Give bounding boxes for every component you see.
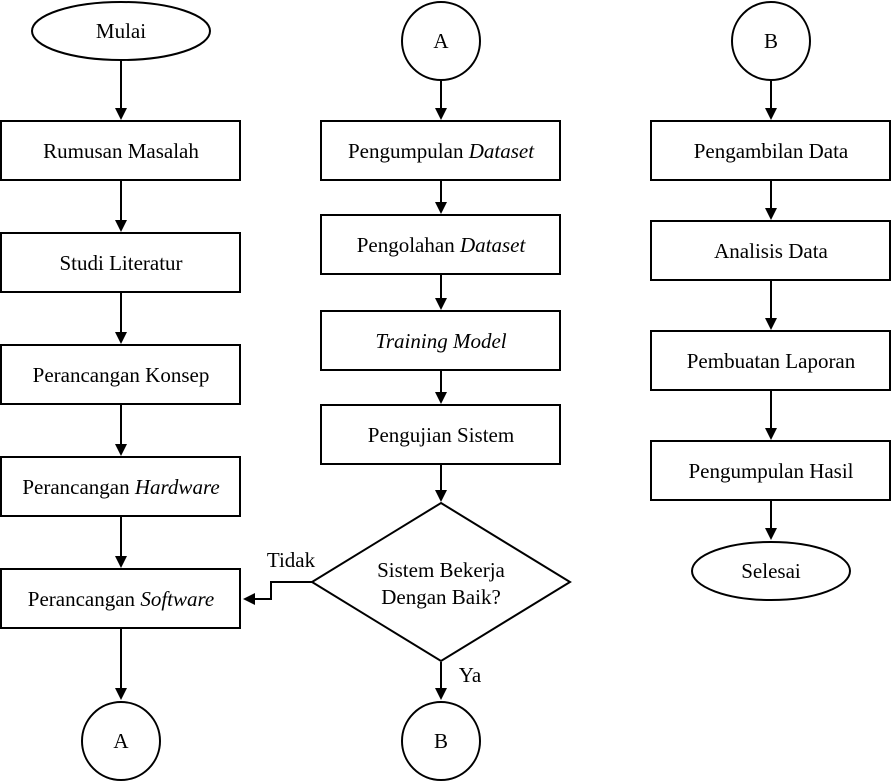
process-studi-literatur: Studi Literatur [0, 232, 241, 293]
edges-column-1 [115, 61, 127, 700]
process-perancangan-hardware: Perancangan Hardware [0, 456, 241, 517]
perancangan-software-prefix: Perancangan [28, 587, 141, 611]
perancangan-software-term: Software [140, 587, 214, 611]
connector-a-out: A [81, 701, 161, 781]
process-pembuatan-laporan: Pembuatan Laporan [650, 330, 891, 391]
pengolahan-dataset-term: Dataset [459, 233, 526, 257]
perancangan-konsep-label: Perancangan Konsep [33, 363, 210, 387]
end-terminator: Selesai [691, 541, 851, 601]
connector-b-in: B [731, 1, 811, 81]
start-terminator: Mulai [31, 1, 211, 61]
perancangan-hardware-label: Perancangan Hardware [22, 475, 219, 499]
tidak-label: Tidak [267, 548, 316, 572]
perancangan-hardware-prefix: Perancangan [22, 475, 135, 499]
perancangan-software-label: Perancangan Software [28, 587, 214, 611]
pengumpulan-dataset-term: Dataset [468, 139, 535, 163]
connector-b-out-label: B [434, 729, 448, 753]
pengumpulan-hasil-label: Pengumpulan Hasil [688, 459, 853, 483]
ya-label: Ya [459, 663, 482, 687]
decision-line-2: Dengan Baik? [381, 585, 501, 609]
perancangan-hardware-term: Hardware [134, 475, 220, 499]
end-label: Selesai [741, 559, 801, 583]
process-pengumpulan-hasil: Pengumpulan Hasil [650, 440, 891, 501]
start-label: Mulai [96, 19, 146, 43]
decision-line-1: Sistem Bekerja [377, 558, 505, 582]
connector-b-in-label: B [764, 29, 778, 53]
edges-column-2 [243, 81, 447, 700]
pengumpulan-dataset-label: Pengumpulan Dataset [348, 139, 535, 163]
connector-a-in: A [401, 1, 481, 81]
pengambilan-data-label: Pengambilan Data [694, 139, 849, 163]
process-perancangan-konsep: Perancangan Konsep [0, 344, 241, 405]
pengolahan-dataset-prefix: Pengolahan [357, 233, 460, 257]
connector-b-out: B [401, 701, 481, 781]
connector-a-out-label: A [113, 729, 129, 753]
edges-column-3 [765, 81, 777, 540]
process-training-model: Training Model [320, 310, 561, 371]
rumusan-masalah-label: Rumusan Masalah [43, 139, 199, 163]
pengolahan-dataset-label: Pengolahan Dataset [357, 233, 527, 257]
process-perancangan-software: Perancangan Software [0, 568, 241, 629]
decision-sistem-bekerja: Sistem Bekerja Dengan Baik? [310, 501, 572, 663]
pembuatan-laporan-label: Pembuatan Laporan [687, 349, 856, 373]
connector-a-in-label: A [433, 29, 449, 53]
training-model-label: Training Model [375, 329, 506, 353]
process-rumusan-masalah: Rumusan Masalah [0, 120, 241, 181]
studi-literatur-label: Studi Literatur [59, 251, 182, 275]
process-pengujian-sistem: Pengujian Sistem [320, 404, 561, 465]
process-pengolahan-dataset: Pengolahan Dataset [320, 214, 561, 275]
pengujian-sistem-label: Pengujian Sistem [368, 423, 514, 447]
analisis-data-label: Analisis Data [714, 239, 828, 263]
pengumpulan-dataset-prefix: Pengumpulan [348, 139, 469, 163]
process-analisis-data: Analisis Data [650, 220, 891, 281]
process-pengumpulan-dataset: Pengumpulan Dataset [320, 120, 561, 181]
process-pengambilan-data: Pengambilan Data [650, 120, 891, 181]
